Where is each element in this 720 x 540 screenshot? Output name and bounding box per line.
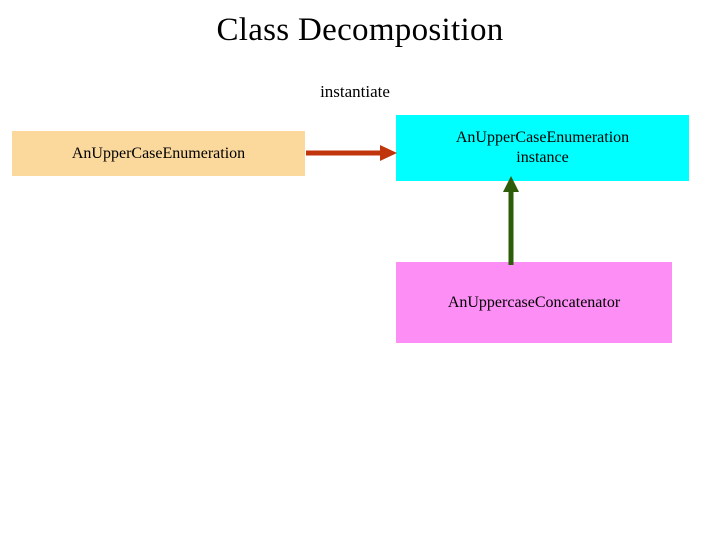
node-an-upper-case-enumeration-class[interactable]: AnUpperCaseEnumeration	[12, 131, 305, 176]
node-label: AnUppercaseConcatenator	[447, 293, 621, 311]
node-an-uppercase-concatenator[interactable]: AnUppercaseConcatenator	[396, 262, 672, 343]
arrow-uses-icon	[503, 176, 519, 265]
node-label-line1: AnUpperCaseEnumeration	[455, 129, 630, 147]
node-label-line2: instance	[516, 149, 569, 166]
arrow-instantiate-icon	[306, 145, 397, 161]
edge-label-instantiate: instantiate	[320, 82, 390, 101]
page-title: Class Decomposition	[216, 12, 504, 48]
node-label: AnUpperCaseEnumeration	[71, 144, 246, 162]
node-an-upper-case-enumeration-instance[interactable]: AnUpperCaseEnumeration instance	[396, 115, 689, 181]
node-label-group: AnUpperCaseEnumeration instance	[396, 128, 689, 168]
